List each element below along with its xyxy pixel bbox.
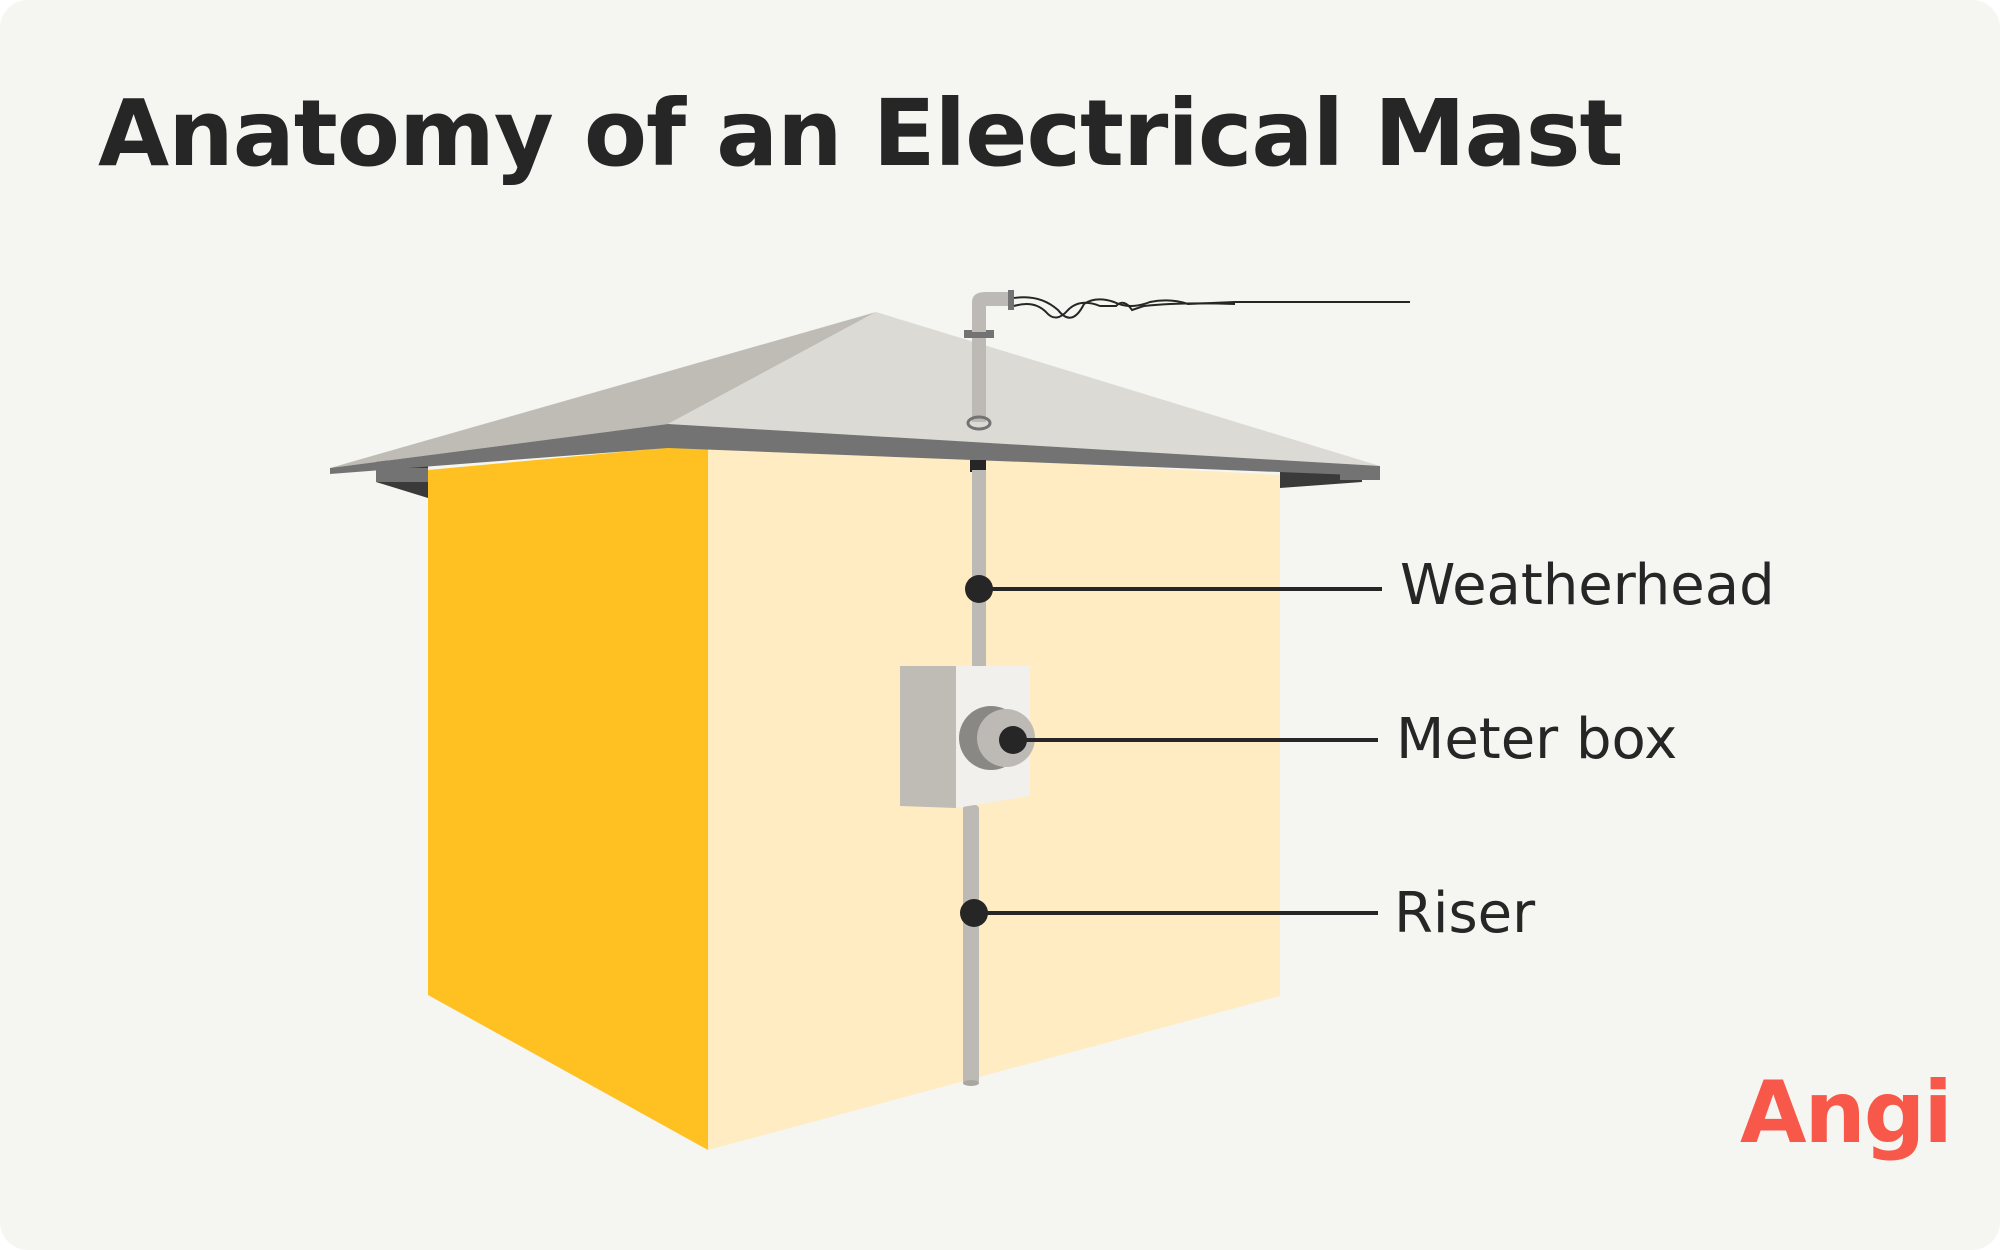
weatherhead-cap [1008, 290, 1014, 310]
weatherhead-leader-dot [965, 575, 993, 603]
riser-pipe-lower [963, 805, 979, 1085]
service-drop-wire-1 [1013, 296, 1410, 319]
mast-upper-pipe [972, 332, 986, 422]
roof-boot [966, 415, 992, 431]
riser-label: Riser [1394, 881, 1536, 946]
house-left-wall [428, 444, 708, 1150]
roof-back-slope [330, 312, 876, 468]
weatherhead-label: Weatherhead [1400, 553, 1775, 618]
meter-box-side [900, 666, 956, 808]
meter-box-label: Meter box [1396, 707, 1678, 772]
roof-eave-trim [330, 424, 1380, 476]
angi-logo: Angi [1740, 1063, 1953, 1163]
riser-leader-dot [960, 899, 988, 927]
roof-front-slope [668, 312, 1380, 466]
meter-box-leader-dot [999, 726, 1027, 754]
riser-pipe-end [963, 1080, 979, 1086]
mast-collar [964, 330, 994, 338]
page-title: Anatomy of an Electrical Mast [98, 80, 1623, 187]
riser-wall-bracket [970, 460, 986, 472]
eave-cap-left [376, 468, 428, 482]
service-drop-wire-2 [1013, 301, 1236, 319]
eave-cap-right [1340, 468, 1380, 480]
riser-pipe-upper [972, 470, 986, 670]
weatherhead-elbow [972, 292, 1010, 332]
